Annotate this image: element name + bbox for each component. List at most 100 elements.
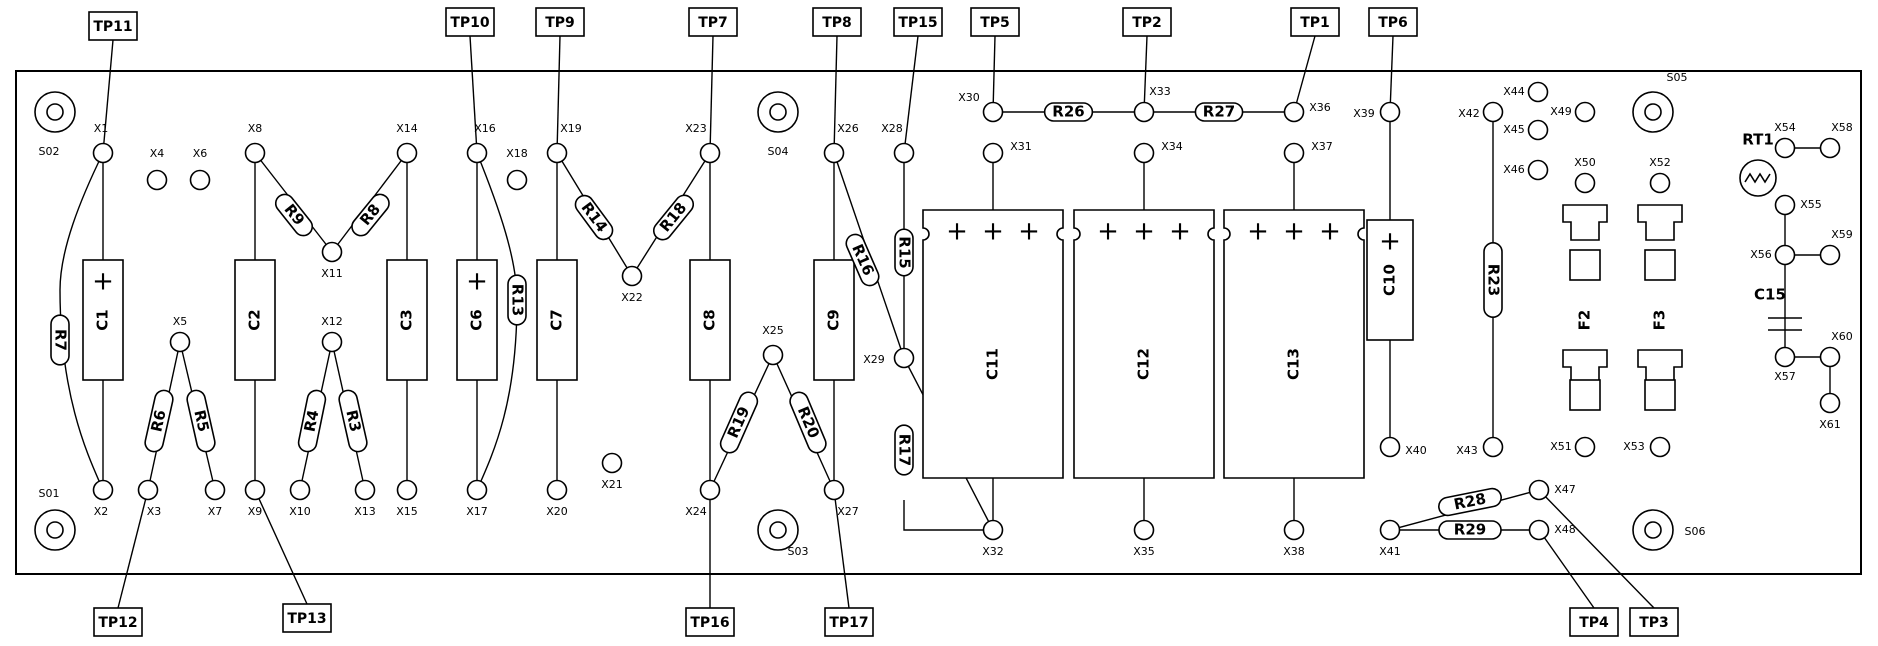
pad-x5 [169, 331, 191, 353]
pad-label: X56 [1750, 248, 1772, 261]
screw-hole-ring [1632, 91, 1674, 133]
fuse-clip [1562, 204, 1608, 241]
pad-x11 [321, 241, 343, 263]
pad-x55 [1774, 194, 1796, 216]
capacitor-c7: C7 [536, 259, 578, 381]
capacitor-label: C9 [825, 309, 843, 330]
test-point-lead [1293, 35, 1316, 113]
screw-hole-center [769, 521, 787, 539]
test-point-box [88, 11, 138, 41]
fuse-f2: F2 [1562, 204, 1608, 411]
test-point-tp15: TP15 [893, 7, 943, 154]
resistor-body [144, 389, 174, 453]
polarity-mark: + [982, 217, 1004, 247]
resistor-r19: R19 [719, 391, 759, 454]
resistor-r17: R17 [894, 424, 914, 476]
resistor-label: R13 [509, 284, 527, 316]
fuse-clip [1644, 249, 1676, 281]
pad-x3 [137, 479, 159, 501]
pad-label: X35 [1133, 545, 1155, 558]
screw-hole-s03 [757, 509, 799, 551]
pad-label: X21 [601, 478, 623, 491]
pad-label: X37 [1311, 140, 1333, 153]
resistor-r8: R8 [351, 193, 390, 237]
resistor-r27: R27 [1194, 102, 1244, 122]
pad-x17 [466, 479, 488, 501]
resistor-r18: R18 [652, 194, 695, 241]
screw-hole-center [1644, 521, 1662, 539]
capacitor-label: C11 [984, 348, 1002, 380]
pad-x36 [1283, 101, 1305, 123]
resistor-r26: R26 [1043, 102, 1094, 122]
capacitor-body [689, 259, 731, 381]
test-point-lead [992, 35, 996, 113]
test-point-tp4: TP4 [1538, 529, 1619, 637]
capacitor-c9: C9 [813, 259, 855, 381]
pad-label: X15 [396, 505, 418, 518]
polarity-mark: + [92, 267, 114, 297]
capacitor-label: C3 [398, 309, 416, 330]
resistor-label: R15 [896, 236, 914, 268]
pad-label: X7 [208, 505, 223, 518]
thermistor-label: RT1 [1742, 131, 1774, 149]
pad-x23 [699, 142, 721, 164]
test-point-label: TP1 [1300, 15, 1330, 31]
pad-label: X60 [1831, 330, 1853, 343]
resistor-r13: R13 [507, 274, 527, 326]
thermistor-symbol [1744, 172, 1771, 184]
capacitor-body [456, 259, 498, 381]
pad-x59 [1819, 244, 1841, 266]
pad-x28 [893, 142, 915, 164]
pad-x46 [1527, 159, 1549, 181]
test-point-box [824, 607, 874, 637]
pad-label: X30 [958, 91, 980, 104]
test-point-label: TP10 [450, 15, 490, 31]
pad-label: X49 [1550, 105, 1572, 118]
test-point-label: TP15 [898, 15, 937, 31]
test-point-tp12: TP12 [93, 489, 149, 637]
test-point-tp17: TP17 [824, 489, 874, 637]
resistor-body [1043, 102, 1094, 122]
test-point-tp6: TP6 [1368, 7, 1418, 113]
capacitor-c3: C3 [386, 259, 428, 381]
pad-label: X25 [762, 324, 784, 337]
capacitor-label: C1 [94, 309, 112, 330]
capacitor-c8: C8 [689, 259, 731, 381]
pad-x38 [1283, 519, 1305, 541]
resistor-r14: R14 [574, 194, 614, 241]
resistor-body [574, 194, 614, 241]
capacitor-body [82, 259, 124, 381]
test-point-label: TP6 [1378, 15, 1408, 31]
screw-hole-label: S01 [39, 487, 60, 500]
resistor-r5: R5 [186, 389, 216, 453]
test-point-label: TP4 [1579, 615, 1609, 631]
test-point-lead [254, 489, 308, 605]
capacitor-label: C2 [246, 309, 264, 330]
resistor-label: R7 [52, 329, 70, 351]
capacitor-c10: +C10 [1366, 219, 1414, 341]
pad-label: X34 [1161, 140, 1183, 153]
capacitor-body [1223, 209, 1365, 479]
pad-label: X4 [150, 147, 165, 160]
pad-label: X16 [474, 122, 496, 135]
pad-label: X8 [248, 122, 263, 135]
pad-label: X13 [354, 505, 376, 518]
pad-x10 [289, 479, 311, 501]
test-point-label: TP17 [829, 615, 868, 631]
pad-x47 [1528, 479, 1550, 501]
screw-hole-ring [34, 509, 76, 551]
pad-x30 [982, 101, 1004, 123]
pad-label: X3 [147, 505, 162, 518]
fuse-clip [1569, 249, 1601, 281]
test-point-lead [903, 35, 919, 154]
pad-label: X40 [1405, 444, 1427, 457]
test-point-box [1290, 7, 1340, 37]
screw-hole-label: S02 [39, 145, 60, 158]
test-point-tp8: TP8 [812, 7, 862, 154]
test-point-tp10: TP10 [445, 7, 495, 154]
test-point-label: TP8 [822, 15, 852, 31]
capacitor-body [813, 259, 855, 381]
test-point-box [1368, 7, 1418, 37]
thermistor-rt1: RT1 [1739, 131, 1777, 197]
resistor-label: R5 [190, 408, 212, 433]
